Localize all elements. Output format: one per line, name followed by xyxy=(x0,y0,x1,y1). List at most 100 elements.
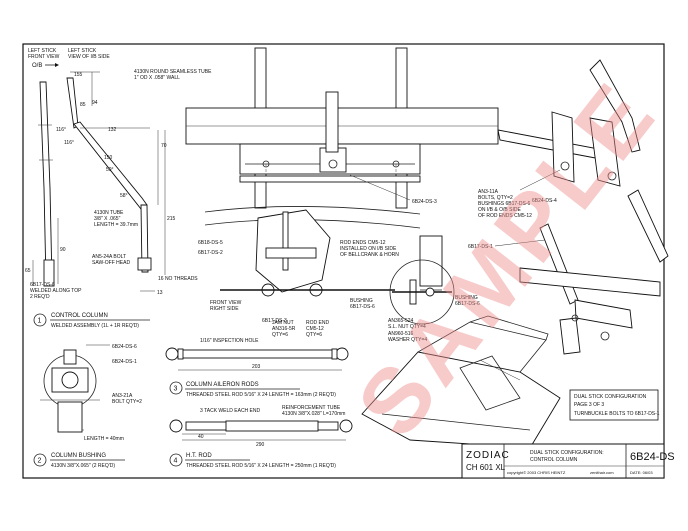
callout-column-bushing: 2 COLUMN BUSHING 4130N 3/8"X.065" (2 REQ… xyxy=(33,453,125,469)
note-bushing-2: BUSHING xyxy=(455,295,478,301)
svg-text:CONTROL COLUMN: CONTROL COLUMN xyxy=(51,313,108,319)
svg-text:4130N 3/8"X.028" L=170mm: 4130N 3/8"X.028" L=170mm xyxy=(282,411,345,417)
svg-text:4: 4 xyxy=(174,458,178,465)
svg-text:THREADED STEEL ROD 5/16" X: THREADED STEEL ROD 5/16" X 24 LENGTH = 2… xyxy=(186,463,336,469)
svg-text:PAGE 3 OF 3: PAGE 3 OF 3 xyxy=(574,402,604,408)
svg-text:H.T. ROD: H.T. ROD xyxy=(186,453,212,459)
svg-text:QTY=6: QTY=6 xyxy=(272,332,288,338)
label-6b24-ds-4: 6B24-DS-4 xyxy=(532,198,557,204)
svg-text:132: 132 xyxy=(108,127,117,133)
side-stick-top xyxy=(66,77,79,129)
svg-text:COLUMN BUSHING: COLUMN BUSHING xyxy=(51,453,106,459)
note-bushing: BUSHING xyxy=(350,298,373,304)
note-weld: 6B17-DS-6 xyxy=(30,282,55,288)
svg-text:WELDED ASSEMBLY (1L + 1R REQ'D: WELDED ASSEMBLY (1L + 1R REQ'D) xyxy=(51,323,139,329)
svg-text:WASHER QTY=4: WASHER QTY=4 xyxy=(388,337,427,343)
svg-text:OF BELLCRANK & HORN: OF BELLCRANK & HORN xyxy=(340,252,399,258)
svg-text:COLUMN AILERON RODS: COLUMN AILERON RODS xyxy=(186,382,259,388)
view-label-front-1: LEFT STICK xyxy=(28,48,57,54)
svg-text:85: 85 xyxy=(80,102,86,108)
front-view-stick xyxy=(39,81,53,283)
callout-control-column: 1 CONTROL COLUMN WELDED ASSEMBLY (1L + 1… xyxy=(33,313,150,329)
note-reinforcement: REINFORCEMENT TUBE xyxy=(282,405,341,411)
svg-text:CM5-12: CM5-12 xyxy=(306,326,324,332)
svg-text:LENGTH = 39.7mm: LENGTH = 39.7mm xyxy=(94,222,138,228)
model-name: CH 601 XL xyxy=(466,463,506,472)
svg-text:6B17-DS-6: 6B17-DS-6 xyxy=(455,301,480,307)
note-rod-ends: ROD ENDS CM5-12 xyxy=(340,240,386,246)
note-length-40: LENGTH = 40mm xyxy=(84,436,124,442)
svg-text:S.L. NUT QTY=4: S.L. NUT QTY=4 xyxy=(388,324,426,330)
svg-text:70: 70 xyxy=(161,143,167,149)
note-an3: AN3-11A xyxy=(478,189,499,195)
view-label-side-1: LEFT STICK xyxy=(68,48,97,54)
iso-upper-view: AN3-11A BOLTS, QTY=2 BUSHINGS 6B17-DS-6 … xyxy=(478,59,641,219)
svg-text:BOLTS, QTY=2: BOLTS, QTY=2 xyxy=(478,195,513,201)
svg-text:BUSHINGS 6B17-DS-6: BUSHINGS 6B17-DS-6 xyxy=(478,201,530,207)
label-6b24-ds-3: 6B24-DS-3 xyxy=(412,199,437,205)
svg-text:155: 155 xyxy=(74,72,83,78)
label-6b17-ds-3: 6B17-DS-3 xyxy=(262,318,287,324)
svg-text:1" OD X .058" WALL: 1" OD X .058" WALL xyxy=(134,75,180,81)
svg-text:DUAL STICK CONFIGURATION: DUAL STICK CONFIGURATION xyxy=(574,394,647,400)
note-tack-weld: 3 TACK WELD EACH END xyxy=(200,408,260,414)
left-stick-views: LEFT STICK FRONT VIEW O/B LEFT STICK VIE… xyxy=(25,48,212,300)
iso-lower-view: 6B17-DS-1 xyxy=(468,189,669,355)
side-bushing xyxy=(137,257,152,271)
view-label-front-2: FRONT VIEW xyxy=(28,54,60,60)
svg-text:THREADED STEEL ROD 5/16" X 2: THREADED STEEL ROD 5/16" X 24 LENGTH = 1… xyxy=(186,392,336,398)
arrow-head xyxy=(55,63,59,67)
drawing-border xyxy=(22,43,665,479)
top-assembly-view: 6B24-DS-3 xyxy=(185,47,499,209)
seat-pan-view xyxy=(361,315,561,449)
svg-text:OF ROD ENDS CM5-12: OF ROD ENDS CM5-12 xyxy=(478,213,532,219)
svg-text:13: 13 xyxy=(157,290,163,296)
svg-text:QTY=6: QTY=6 xyxy=(306,332,322,338)
front-view-bushing xyxy=(43,259,55,287)
callout-aileron-rods: 3 COLUMN AILERON RODS THREADED STEEL ROD… xyxy=(169,381,336,398)
svg-text:3/8" X .065": 3/8" X .065" xyxy=(94,216,121,222)
arrow-label: O/B xyxy=(32,63,42,69)
label-6b24-ds-1: 6B24-DS-1 xyxy=(112,359,137,365)
label-6b17-ds-1: 6B17-DS-1 xyxy=(468,244,493,250)
svg-text:90: 90 xyxy=(60,247,66,253)
svg-text:116°: 116° xyxy=(56,127,66,133)
svg-text:116°: 116° xyxy=(64,140,74,146)
svg-text:INSTALLED ON I/B SIDE: INSTALLED ON I/B SIDE xyxy=(340,246,397,252)
side-stick-bent xyxy=(73,121,148,210)
side-stick-lower xyxy=(140,204,149,273)
svg-text:59°: 59° xyxy=(106,167,114,173)
svg-text:BOLT QTY=2: BOLT QTY=2 xyxy=(112,399,142,405)
note-front-view: FRONT VIEW xyxy=(210,300,242,306)
svg-text:290: 290 xyxy=(256,442,265,448)
bellcrank-detail: 6B18-DS-5 6B17-DS-2 FRONT VIEW RIGHT SID… xyxy=(198,206,443,324)
note-tube-4130: 4130N ROUND SEAMLESS TUBE xyxy=(134,69,212,75)
svg-text:TURNBUCKLE BOLTS TO 6B17-DS-1: TURNBUCKLE BOLTS TO 6B17-DS-1 xyxy=(574,411,660,417)
svg-text:150: 150 xyxy=(104,155,113,161)
svg-text:40: 40 xyxy=(198,434,204,440)
note-an960: AN960-516 xyxy=(388,331,414,337)
svg-text:215: 215 xyxy=(167,216,176,222)
drawing-date: DATE: 06/03 xyxy=(630,470,653,475)
aileron-rod xyxy=(181,349,335,359)
svg-text:4130N 3/8"X.065" (2 REQ'D): 4130N 3/8"X.065" (2 REQ'D) xyxy=(51,463,115,469)
svg-text:RIGHT SIDE: RIGHT SIDE xyxy=(210,306,239,312)
bushing-detail: 6B24-DS-6 6B24-DS-1 AN3-21A BOLT QTY=2 L… xyxy=(40,344,142,442)
svg-text:2 REQ'D: 2 REQ'D xyxy=(30,294,50,300)
drawing-number: 6B24-DS xyxy=(630,451,675,463)
svg-text:94: 94 xyxy=(92,100,98,106)
copyright: copyright© 2003 CHRIS HEINTZ xyxy=(507,470,566,475)
drawing-title-1: DUAL STICK CONFIGURATION: xyxy=(530,450,604,456)
note-rod-end: ROD END xyxy=(306,320,329,326)
note-jam-nut: JAM NUT xyxy=(272,320,294,326)
note-inspection-hole: 1/16" INSPECTION HOLE xyxy=(200,338,259,344)
title-block: ZODIAC CH 601 XL DUAL STICK CONFIGURATIO… xyxy=(461,443,675,479)
iso-stick-lower-right xyxy=(627,189,669,263)
svg-text:AN316-5R: AN316-5R xyxy=(272,326,296,332)
note-tube2: 4130N TUBE xyxy=(94,210,124,216)
svg-text:3: 3 xyxy=(174,386,178,393)
note-an3b: AN3-21A xyxy=(112,393,133,399)
svg-text:6B17-DS-6: 6B17-DS-6 xyxy=(350,304,375,310)
